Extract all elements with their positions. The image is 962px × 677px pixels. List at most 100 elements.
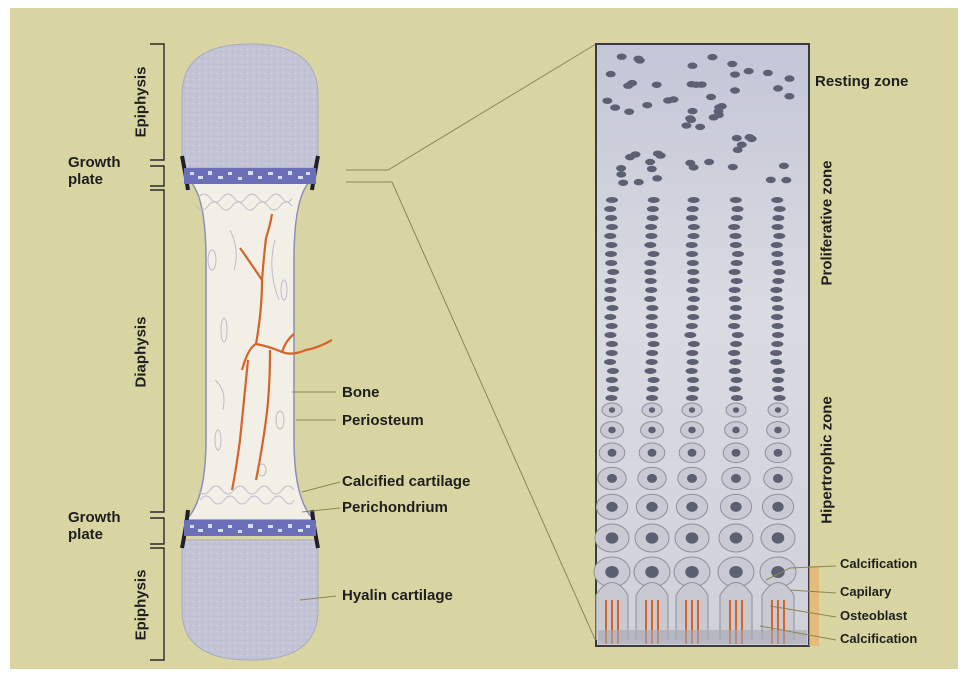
proliferative-cell [604, 314, 616, 320]
resting-cell [616, 165, 626, 171]
proliferative-cell [688, 278, 700, 284]
hypertrophic-nucleus [648, 427, 656, 434]
resting-cell [618, 180, 628, 186]
osteoblast-label: Osteoblast [840, 609, 907, 623]
proliferative-cell [771, 242, 783, 248]
proliferative-cell [605, 395, 617, 401]
resting-cell [727, 61, 737, 67]
proliferative-cell [686, 350, 698, 356]
proliferative-cell [686, 395, 698, 401]
proliferative-cell [646, 395, 658, 401]
resting-cell [652, 175, 662, 181]
resting-cell [610, 104, 620, 110]
bottom-epiphysis [182, 540, 318, 660]
proliferative-cell [646, 350, 658, 356]
proliferative-cell [728, 224, 740, 230]
proliferative-cell [688, 341, 700, 347]
hypertrophic-nucleus [732, 427, 740, 434]
proliferative-cell [772, 386, 784, 392]
proliferative-cell [774, 269, 786, 275]
proliferative-cell [771, 251, 783, 257]
calcification-top-label: Calcification [840, 557, 917, 571]
proliferative-cell [774, 206, 786, 212]
proliferative-cell [647, 206, 659, 212]
proliferative-cell [646, 359, 658, 365]
hypertrophic-nucleus [648, 449, 657, 457]
resting-cell [781, 177, 791, 183]
proliferative-cell [687, 269, 699, 275]
proliferative-cell [729, 314, 741, 320]
long-bone [182, 44, 332, 660]
proliferative-cell [771, 341, 783, 347]
proliferative-cell [732, 206, 744, 212]
proliferative-cell [731, 377, 743, 383]
proliferative-cell [605, 215, 617, 221]
top-epiphysis [182, 44, 318, 168]
proliferative-cell [772, 332, 784, 338]
proliferative-cell [774, 395, 786, 401]
resting-cell [706, 94, 716, 100]
growth-plate-bottom-line2: plate [68, 527, 121, 544]
resting-cell [687, 63, 697, 69]
proliferative-cell [648, 197, 660, 203]
proliferative-cell [687, 359, 699, 365]
resting-cell [616, 171, 626, 177]
proliferative-cell [646, 332, 658, 338]
proliferative-cell [772, 305, 784, 311]
proliferative-cell [687, 260, 699, 266]
proliferative-cell [731, 395, 743, 401]
hypertrophic-nucleus [774, 449, 783, 457]
resting-zone-label: Resting zone [815, 74, 908, 91]
hypertrophic-nucleus [730, 532, 743, 543]
proliferative-cell [729, 233, 741, 239]
resting-cell [689, 164, 699, 170]
proliferative-cell [688, 233, 700, 239]
hypertrophic-nucleus [608, 449, 617, 457]
proliferative-cell [686, 242, 698, 248]
proliferative-cell [644, 296, 656, 302]
proliferative-cell [646, 305, 658, 311]
hypertrophic-nucleus [649, 407, 655, 413]
proliferative-cell [686, 287, 698, 293]
hypertrophic-nucleus [606, 532, 619, 543]
hypertrophic-nucleus [773, 474, 783, 483]
calcified-cartilage-label: Calcified cartilage [342, 474, 470, 491]
hypertrophic-nucleus [729, 566, 743, 578]
proliferative-cell [606, 305, 618, 311]
proliferative-cell [644, 242, 656, 248]
proliferative-cell [607, 386, 619, 392]
resting-cell [779, 163, 789, 169]
proliferative-cell [644, 368, 656, 374]
resting-cell [763, 70, 773, 76]
proliferative-cell [730, 359, 742, 365]
proliferative-cell [730, 197, 742, 203]
hypertrophic-nucleus [686, 502, 697, 512]
hypertrophic-nucleus [772, 502, 783, 512]
proliferative-cell [645, 233, 657, 239]
proliferative-cell [729, 287, 741, 293]
periosteum-label: Periosteum [342, 413, 424, 430]
proliferative-cell [686, 251, 698, 257]
resting-cell [606, 71, 616, 77]
proliferative-cell [730, 242, 742, 248]
resting-cell [784, 93, 794, 99]
hypertrophic-nucleus [646, 532, 659, 543]
proliferative-cell [732, 332, 744, 338]
perichondrium-label: Perichondrium [342, 500, 448, 517]
hypertrophic-nucleus [774, 427, 782, 434]
proliferative-zone-label: Proliferative zone [819, 160, 836, 285]
proliferative-cell [644, 269, 656, 275]
proliferative-cell [604, 296, 616, 302]
hypertrophic-nucleus [605, 566, 619, 578]
growth-plate-top-line2: plate [68, 172, 121, 189]
proliferative-cell [687, 305, 699, 311]
resting-cell [714, 112, 724, 118]
proliferative-cell [648, 251, 660, 257]
resting-cell [602, 98, 612, 104]
proliferative-cell [686, 323, 698, 329]
proliferative-cell [646, 314, 658, 320]
proliferative-cell [647, 215, 659, 221]
proliferative-cell [604, 233, 616, 239]
hypertrophic-zone-label: Hipertrophic zone [819, 396, 836, 524]
